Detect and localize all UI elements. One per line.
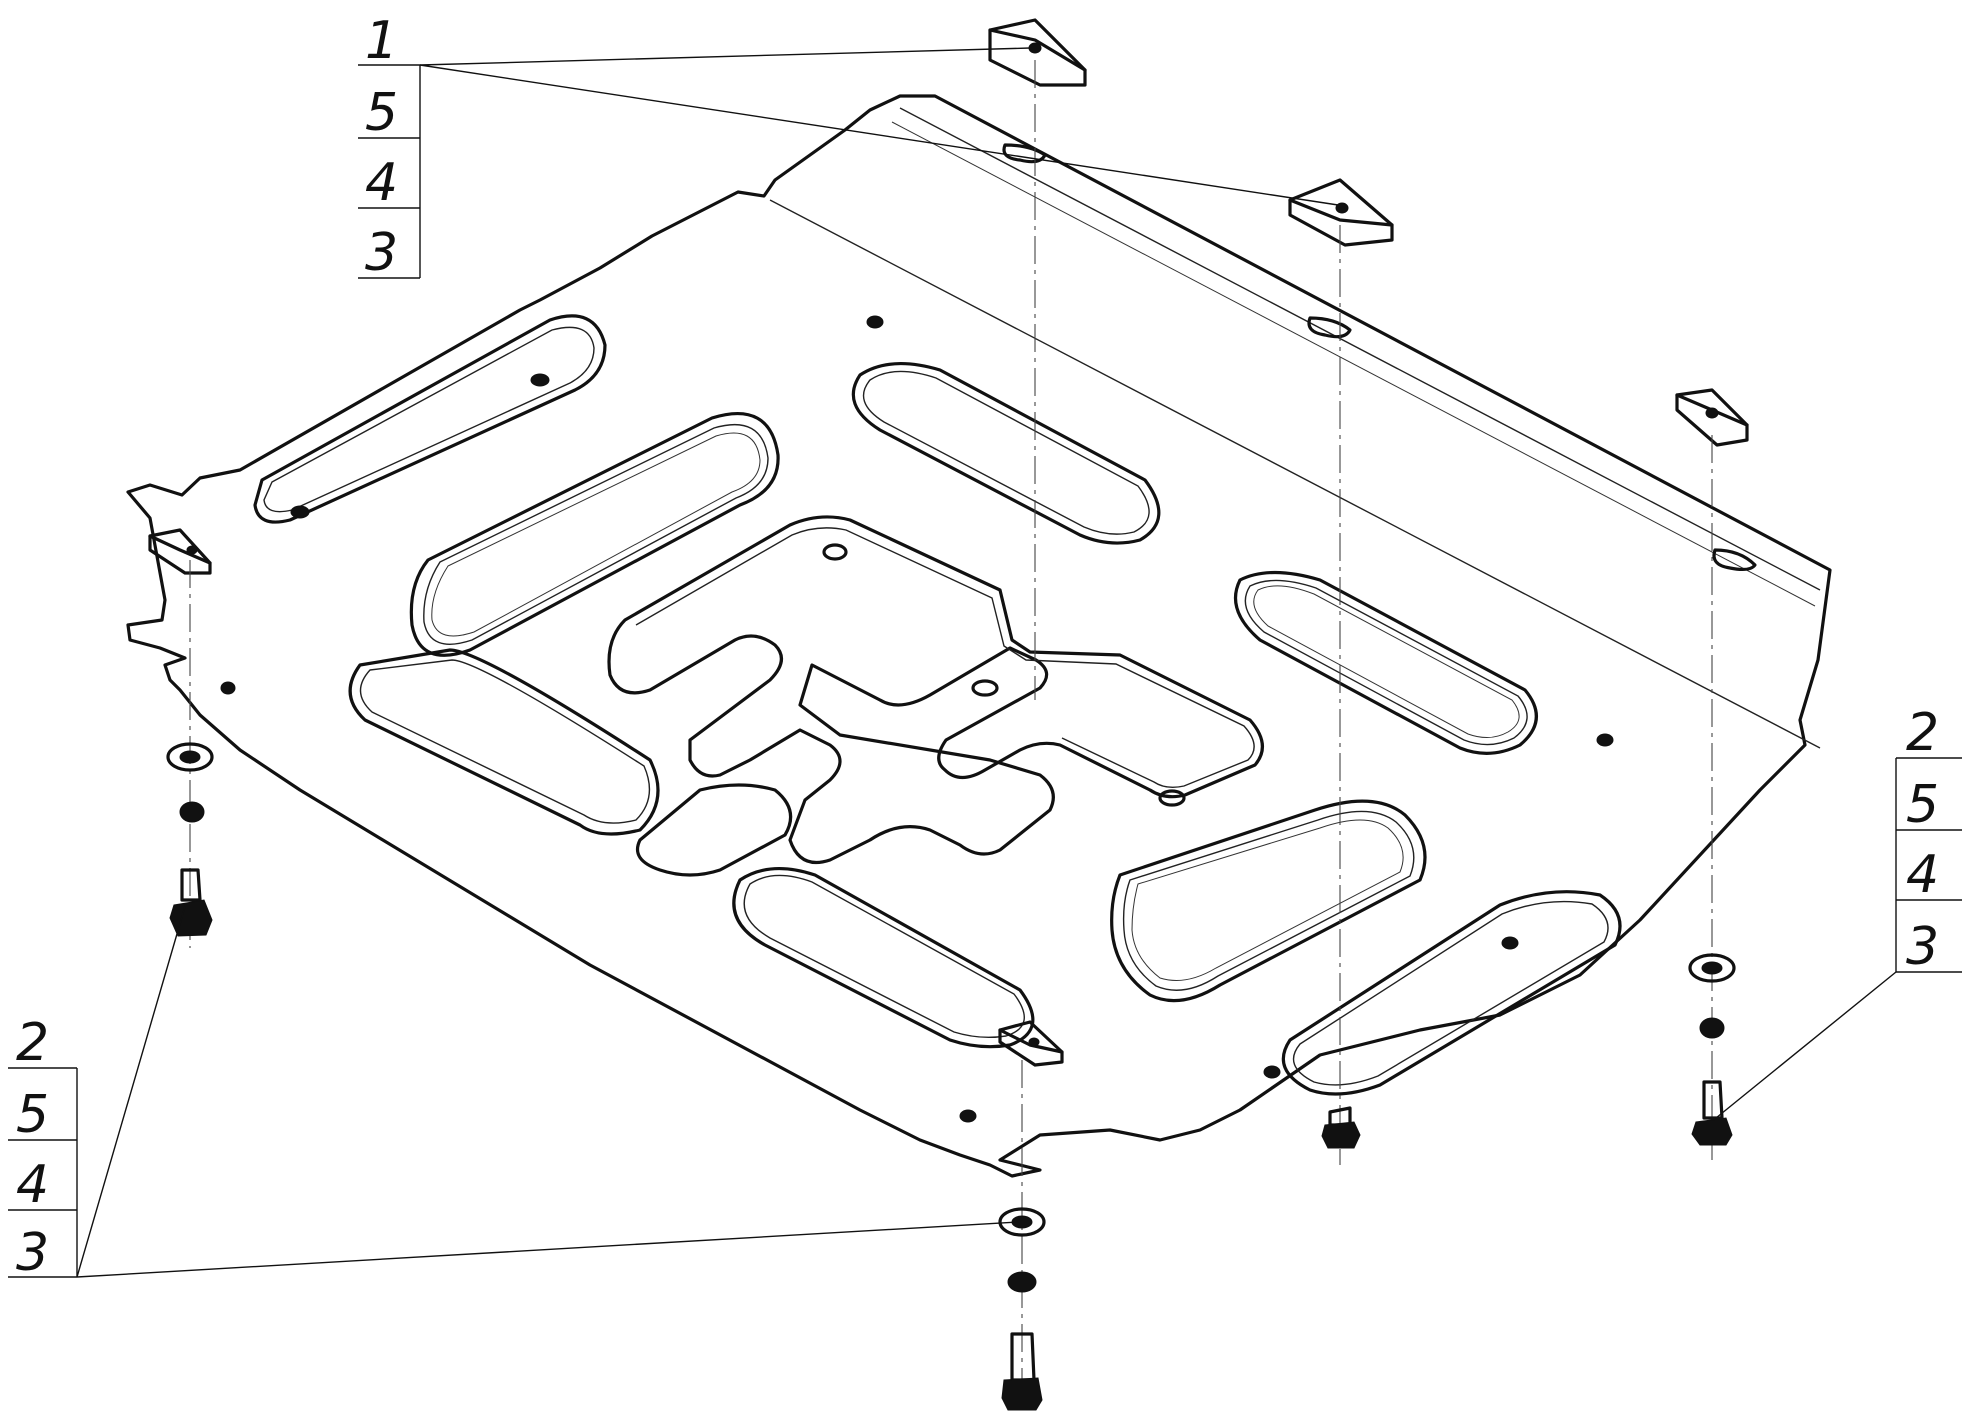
callout-top-left-item-2: 5	[365, 83, 398, 143]
fastener-stack-front	[998, 1207, 1046, 1411]
fastener-bolt-rear	[1321, 1106, 1361, 1149]
cage-nut-right	[1675, 388, 1749, 447]
slot-left-1	[409, 412, 780, 657]
callout-bottom-left-item-3: 4	[16, 1155, 49, 1215]
stamped-slots	[253, 314, 1622, 1096]
callout-bottom-left: 2 5 4 3	[8, 1013, 78, 1283]
slot-front-left	[732, 866, 1035, 1049]
callout-bottom-left-item-1: 2	[16, 1013, 49, 1073]
callout-top-left-item-1: 1	[365, 11, 398, 71]
leader-lines	[76, 47, 1897, 1278]
cage-nuts	[148, 18, 1749, 1067]
slot-lower-center-cutout	[635, 783, 793, 877]
skid-plate	[126, 94, 1832, 1178]
callout-right: 2 5 4 3	[1895, 703, 1962, 977]
slot-left-2	[348, 648, 660, 836]
callout-right-item-2: 5	[1906, 775, 1939, 835]
callout-bottom-left-item-4: 3	[16, 1223, 49, 1283]
callout-right-item-3: 4	[1906, 845, 1939, 905]
slot-right-middle	[1110, 799, 1427, 1003]
callout-bottom-left-item-2: 5	[16, 1085, 49, 1145]
slot-right-upper	[1233, 570, 1538, 755]
slot-center-upper	[851, 362, 1161, 545]
mounting-holes	[220, 143, 1757, 1123]
callout-right-item-1: 2	[1906, 703, 1939, 763]
cage-nut-top-right	[1288, 178, 1394, 247]
fastener-stack-left	[166, 742, 214, 937]
cage-nut-front	[998, 1020, 1064, 1067]
callout-right-item-4: 3	[1906, 917, 1939, 977]
slot-rear-left	[253, 314, 607, 524]
slot-center-e-shape	[607, 515, 1264, 865]
cage-nut-left	[148, 528, 212, 575]
callout-top-left-item-4: 3	[365, 223, 398, 283]
cage-nut-top-left	[988, 18, 1087, 87]
fastener-stack-right	[1688, 953, 1736, 1146]
slot-right-front	[1281, 890, 1622, 1096]
callout-top-left-item-3: 4	[365, 153, 398, 213]
callout-top-left: 1 5 4 3	[358, 11, 421, 283]
